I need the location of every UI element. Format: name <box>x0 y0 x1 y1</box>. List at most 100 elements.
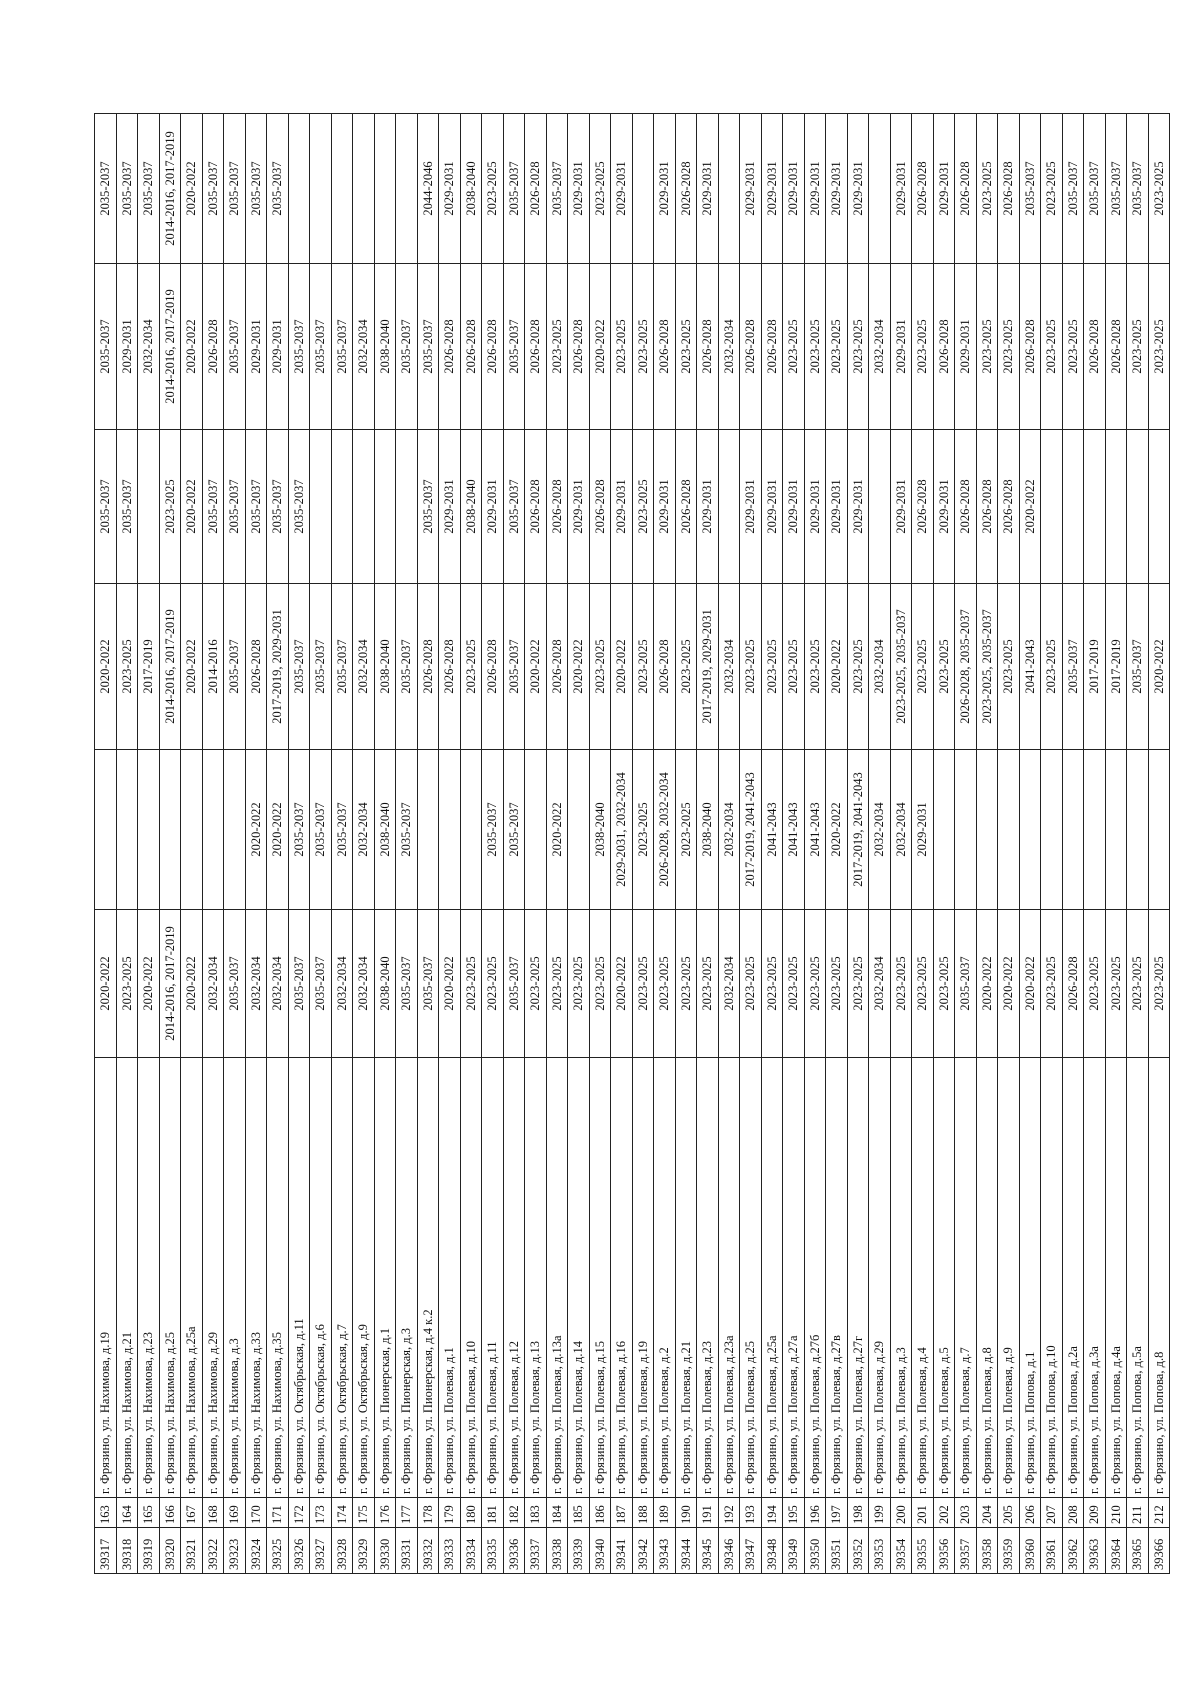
record-id-cell: 39326 <box>288 1527 310 1574</box>
period-cell-3: 2023-2025 <box>460 583 482 750</box>
period-cell-2 <box>567 749 589 910</box>
period-cell-3: 2035-2037 <box>1062 583 1084 750</box>
period-cell-3: 2035-2037 <box>288 583 310 750</box>
address-cell: г. Фрязино, ул. Полевая, д.11 <box>481 1057 503 1498</box>
address-cell: г. Фрязино, ул. Полевая, д.23 <box>696 1057 718 1498</box>
period-cell-2: 2035-2037 <box>395 749 417 910</box>
period-cell-6: 2026-2028 <box>675 113 697 264</box>
period-cell-4 <box>137 429 159 584</box>
period-cell-4 <box>331 429 353 584</box>
period-cell-6: 2023-2025 <box>589 113 611 264</box>
record-id-cell: 39318 <box>116 1527 138 1574</box>
row-number-cell: 166 <box>159 1497 181 1528</box>
row-number-cell: 170 <box>245 1497 267 1528</box>
period-cell-1: 2023-2025 <box>739 909 761 1058</box>
row-number-cell: 186 <box>589 1497 611 1528</box>
period-cell-3: 2026-2028 <box>245 583 267 750</box>
address-cell: г. Фрязино, ул. Полевая, д.5 <box>933 1057 955 1498</box>
period-cell-5: 2029-2031 <box>116 263 138 430</box>
address-cell: г. Фрязино, ул. Полевая, д.19 <box>632 1057 654 1498</box>
period-cell-3: 2020-2022 <box>180 583 202 750</box>
address-cell: г. Фрязино, ул. Полевая, д.27б <box>804 1057 826 1498</box>
period-cell-6: 2029-2031 <box>653 113 675 264</box>
period-cell-6: 2029-2031 <box>890 113 912 264</box>
period-cell-6: 2023-2025 <box>1040 113 1062 264</box>
record-id-cell: 39361 <box>1040 1527 1062 1574</box>
period-cell-6: 2044-2046 <box>417 113 439 264</box>
period-cell-5: 2020-2022 <box>180 263 202 430</box>
period-cell-5: 2023-2025 <box>976 263 998 430</box>
period-cell-5: 2023-2025 <box>675 263 697 430</box>
period-cell-6: 2023-2025 <box>1148 113 1170 264</box>
period-cell-6: 2035-2037 <box>245 113 267 264</box>
period-cell-1: 2023-2025 <box>782 909 804 1058</box>
period-cell-5: 2023-2025 <box>782 263 804 430</box>
record-id-cell: 39358 <box>976 1527 998 1574</box>
period-cell-6: 2038-2040 <box>460 113 482 264</box>
row-number-cell: 185 <box>567 1497 589 1528</box>
period-cell-3: 2023-2025 <box>997 583 1019 750</box>
address-cell: г. Фрязино, ул. Октябрьская, д.9 <box>352 1057 374 1498</box>
record-id-cell: 39340 <box>589 1527 611 1574</box>
record-id-cell: 39342 <box>632 1527 654 1574</box>
period-cell-5: 2026-2028 <box>438 263 460 430</box>
period-cell-6 <box>309 113 331 264</box>
period-cell-4 <box>352 429 374 584</box>
period-cell-5: 2026-2028 <box>653 263 675 430</box>
period-cell-2: 2020-2022 <box>825 749 847 910</box>
period-cell-1: 2032-2034 <box>331 909 353 1058</box>
period-cell-4: 2029-2031 <box>782 429 804 584</box>
period-cell-2 <box>1105 749 1127 910</box>
period-cell-5: 2035-2037 <box>417 263 439 430</box>
period-cell-6 <box>632 113 654 264</box>
period-cell-2: 2023-2025 <box>675 749 697 910</box>
record-id-cell: 39329 <box>352 1527 374 1574</box>
record-id-cell: 39366 <box>1148 1527 1170 1574</box>
period-cell-1: 2032-2034 <box>352 909 374 1058</box>
period-cell-4: 2029-2031 <box>567 429 589 584</box>
row-number-cell: 179 <box>438 1497 460 1528</box>
period-cell-6: 2029-2031 <box>438 113 460 264</box>
period-cell-3: 2020-2022 <box>1148 583 1170 750</box>
period-cell-2: 2032-2034 <box>718 749 740 910</box>
period-cell-3: 2032-2034 <box>718 583 740 750</box>
period-cell-3: 2020-2022 <box>524 583 546 750</box>
period-cell-5: 2035-2037 <box>309 263 331 430</box>
record-id-cell: 39321 <box>180 1527 202 1574</box>
period-cell-5: 2014-2016, 2017-2019 <box>159 263 181 430</box>
address-cell: г. Фрязино, ул. Полевая, д.23а <box>718 1057 740 1498</box>
period-cell-1: 2020-2022 <box>976 909 998 1058</box>
period-cell-1: 2023-2025 <box>1040 909 1062 1058</box>
period-cell-1: 2035-2037 <box>954 909 976 1058</box>
address-cell: г. Фрязино, ул. Нахимова, д.19 <box>94 1057 116 1498</box>
record-id-cell: 39351 <box>825 1527 847 1574</box>
record-id-cell: 39350 <box>804 1527 826 1574</box>
record-id-cell: 39353 <box>868 1527 890 1574</box>
record-id-cell: 39334 <box>460 1527 482 1574</box>
period-cell-2: 2029-2031, 2032-2034 <box>610 749 632 910</box>
period-cell-1: 2023-2025 <box>933 909 955 1058</box>
period-cell-5: 2029-2031 <box>954 263 976 430</box>
period-cell-4: 2029-2031 <box>696 429 718 584</box>
period-cell-6 <box>331 113 353 264</box>
address-cell: г. Фрязино, ул. Полевая, д.14 <box>567 1057 589 1498</box>
period-cell-4: 2035-2037 <box>417 429 439 584</box>
period-cell-5: 2032-2034 <box>718 263 740 430</box>
period-cell-3: 2017-2019 <box>1105 583 1127 750</box>
row-number-cell: 196 <box>804 1497 826 1528</box>
period-cell-1: 2023-2025 <box>632 909 654 1058</box>
period-cell-5: 2023-2025 <box>847 263 869 430</box>
period-cell-6: 2026-2028 <box>524 113 546 264</box>
period-cell-4 <box>374 429 396 584</box>
period-cell-2: 2032-2034 <box>352 749 374 910</box>
row-number-cell: 204 <box>976 1497 998 1528</box>
row-number-cell: 210 <box>1105 1497 1127 1528</box>
record-id-cell: 39327 <box>309 1527 331 1574</box>
